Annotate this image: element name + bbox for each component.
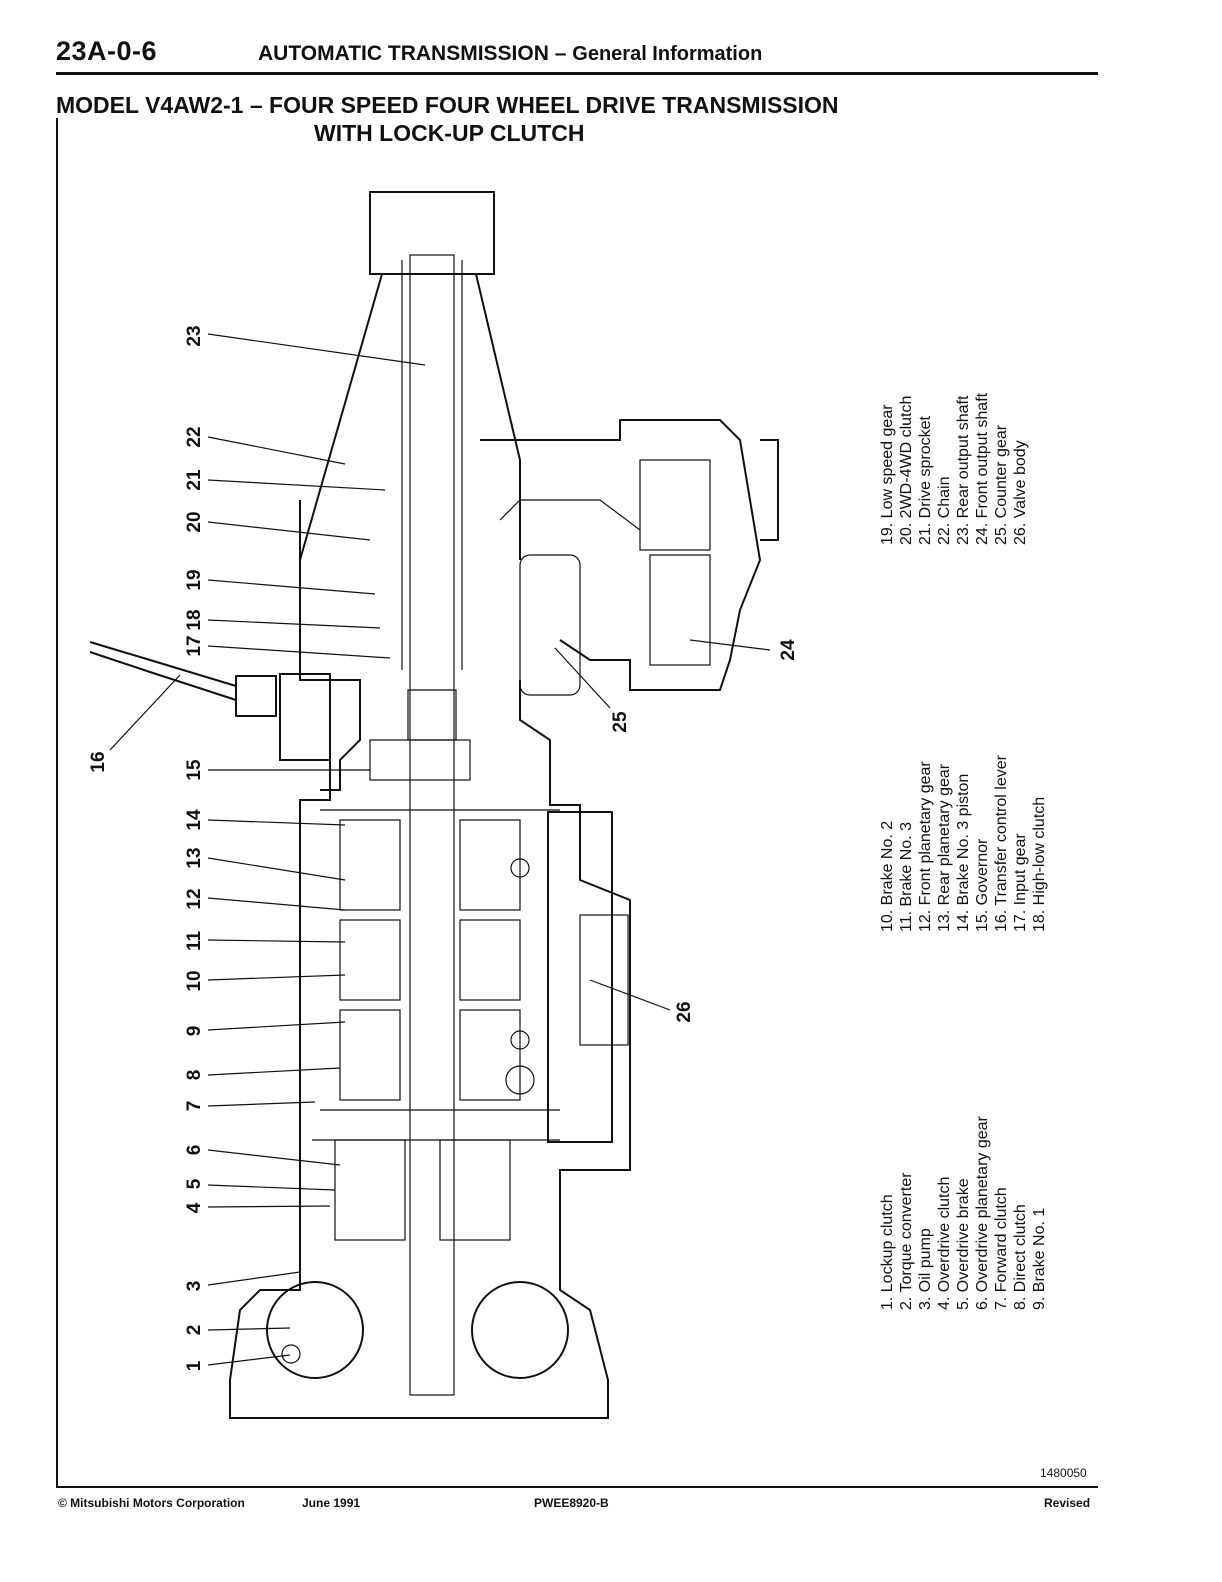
drawing-outline bbox=[89, 191, 779, 1419]
callout-26: 26 bbox=[674, 1001, 695, 1022]
legend-item-10: 10. Brake No. 2 bbox=[879, 821, 896, 932]
callout-12: 12 bbox=[184, 888, 205, 909]
legend-item-6: 6. Overdrive planetary gear bbox=[974, 1115, 991, 1310]
callout-17: 17 bbox=[184, 635, 205, 656]
page-code: 23A-0-6 bbox=[56, 36, 158, 66]
legend-item-11: 11. Brake No. 3 bbox=[898, 822, 915, 932]
callout-8: 8 bbox=[184, 1070, 205, 1081]
legend-item-14: 14. Brake No. 3 piston bbox=[955, 774, 972, 932]
legend-item-3: 3. Oil pump bbox=[917, 1228, 934, 1310]
callout-11: 11 bbox=[184, 931, 205, 952]
legend-item-7: 7. Forward clutch bbox=[993, 1187, 1010, 1310]
callout-16: 16 bbox=[88, 751, 109, 772]
callout-19: 19 bbox=[184, 569, 205, 590]
callout-23: 23 bbox=[184, 325, 205, 346]
model-title-line1: MODEL V4AW2-1 – FOUR SPEED FOUR WHEEL DR… bbox=[56, 92, 839, 118]
callout-4: 4 bbox=[184, 1202, 205, 1213]
callout-20: 20 bbox=[184, 511, 205, 532]
legend-item-20: 20. 2WD-4WD clutch bbox=[898, 396, 915, 545]
callout-3: 3 bbox=[184, 1281, 205, 1292]
callout-numbers: 1 2 3 4 5 6 7 8 9 10 11 12 13 14 15 16 1… bbox=[88, 325, 799, 1371]
leader-lines bbox=[109, 333, 771, 1366]
legend-item-5: 5. Overdrive brake bbox=[955, 1178, 972, 1310]
legend-item-2: 2. Torque converter bbox=[898, 1172, 915, 1310]
callout-25: 25 bbox=[610, 711, 631, 733]
legend-item-24: 24. Front output shaft bbox=[974, 392, 991, 545]
callout-2: 2 bbox=[184, 1325, 205, 1336]
legend-item-18: 18. High-low clutch bbox=[1031, 797, 1048, 932]
callout-18: 18 bbox=[184, 609, 205, 630]
footer-copyright: © Mitsubishi Motors Corporation bbox=[58, 1496, 245, 1510]
legend-item-23: 23. Rear output shaft bbox=[955, 395, 972, 545]
callout-1: 1 bbox=[184, 1360, 205, 1371]
legend-group-2: 10. Brake No. 2 11. Brake No. 3 12. Fron… bbox=[879, 754, 1048, 932]
footer-doc-code: PWEE8920-B bbox=[534, 1496, 609, 1510]
callout-10: 10 bbox=[184, 970, 205, 991]
legend-item-9: 9. Brake No. 1 bbox=[1031, 1208, 1048, 1310]
callout-13: 13 bbox=[184, 847, 205, 868]
callout-22: 22 bbox=[184, 426, 205, 447]
legend-item-25: 25. Counter gear bbox=[993, 424, 1010, 545]
legend-item-22: 22. Chain bbox=[936, 477, 953, 546]
callout-6: 6 bbox=[184, 1145, 205, 1156]
callout-5: 5 bbox=[184, 1178, 205, 1189]
footer-status: Revised bbox=[1044, 1496, 1091, 1510]
callout-15: 15 bbox=[184, 759, 205, 781]
callout-7: 7 bbox=[184, 1101, 205, 1112]
header-separator: – bbox=[554, 42, 567, 65]
header-rule bbox=[56, 72, 1098, 75]
legend-item-13: 13. Rear planetary gear bbox=[936, 763, 953, 932]
legend-group-1: 1. Lockup clutch 2. Torque converter 3. … bbox=[879, 1115, 1048, 1310]
callout-24: 24 bbox=[778, 639, 799, 661]
footer-date: June 1991 bbox=[302, 1496, 361, 1510]
legend-item-12: 12. Front planetary gear bbox=[917, 761, 934, 932]
legend-item-17: 17. Input gear bbox=[1012, 833, 1029, 932]
callout-21: 21 bbox=[184, 469, 205, 491]
callout-14: 14 bbox=[184, 809, 205, 831]
model-title-line2: WITH LOCK-UP CLUTCH bbox=[314, 120, 585, 146]
legend-item-19: 19. Low speed gear bbox=[879, 404, 896, 545]
legend-item-21: 21. Drive sprocket bbox=[917, 416, 934, 545]
figure-number: 1480050 bbox=[1040, 1466, 1087, 1480]
legend-item-4: 4. Overdrive clutch bbox=[936, 1177, 953, 1310]
frame-bottom-rule bbox=[56, 1486, 1098, 1488]
legend-item-16: 16. Transfer control lever bbox=[993, 754, 1010, 932]
frame-left-rule bbox=[56, 118, 58, 1488]
section-header: AUTOMATIC TRANSMISSION – General Informa… bbox=[258, 42, 762, 66]
legend-item-1: 1. Lockup clutch bbox=[879, 1194, 896, 1310]
legend-item-26: 26. Valve body bbox=[1012, 440, 1029, 545]
callout-9: 9 bbox=[184, 1026, 205, 1037]
subsection-title: General Information bbox=[572, 43, 763, 65]
legend-item-15: 15. Governor bbox=[974, 838, 991, 932]
legend-item-8: 8. Direct clutch bbox=[1012, 1204, 1029, 1310]
section-title: AUTOMATIC TRANSMISSION bbox=[258, 42, 549, 65]
legend-group-3: 19. Low speed gear 20. 2WD-4WD clutch 21… bbox=[879, 392, 1029, 545]
